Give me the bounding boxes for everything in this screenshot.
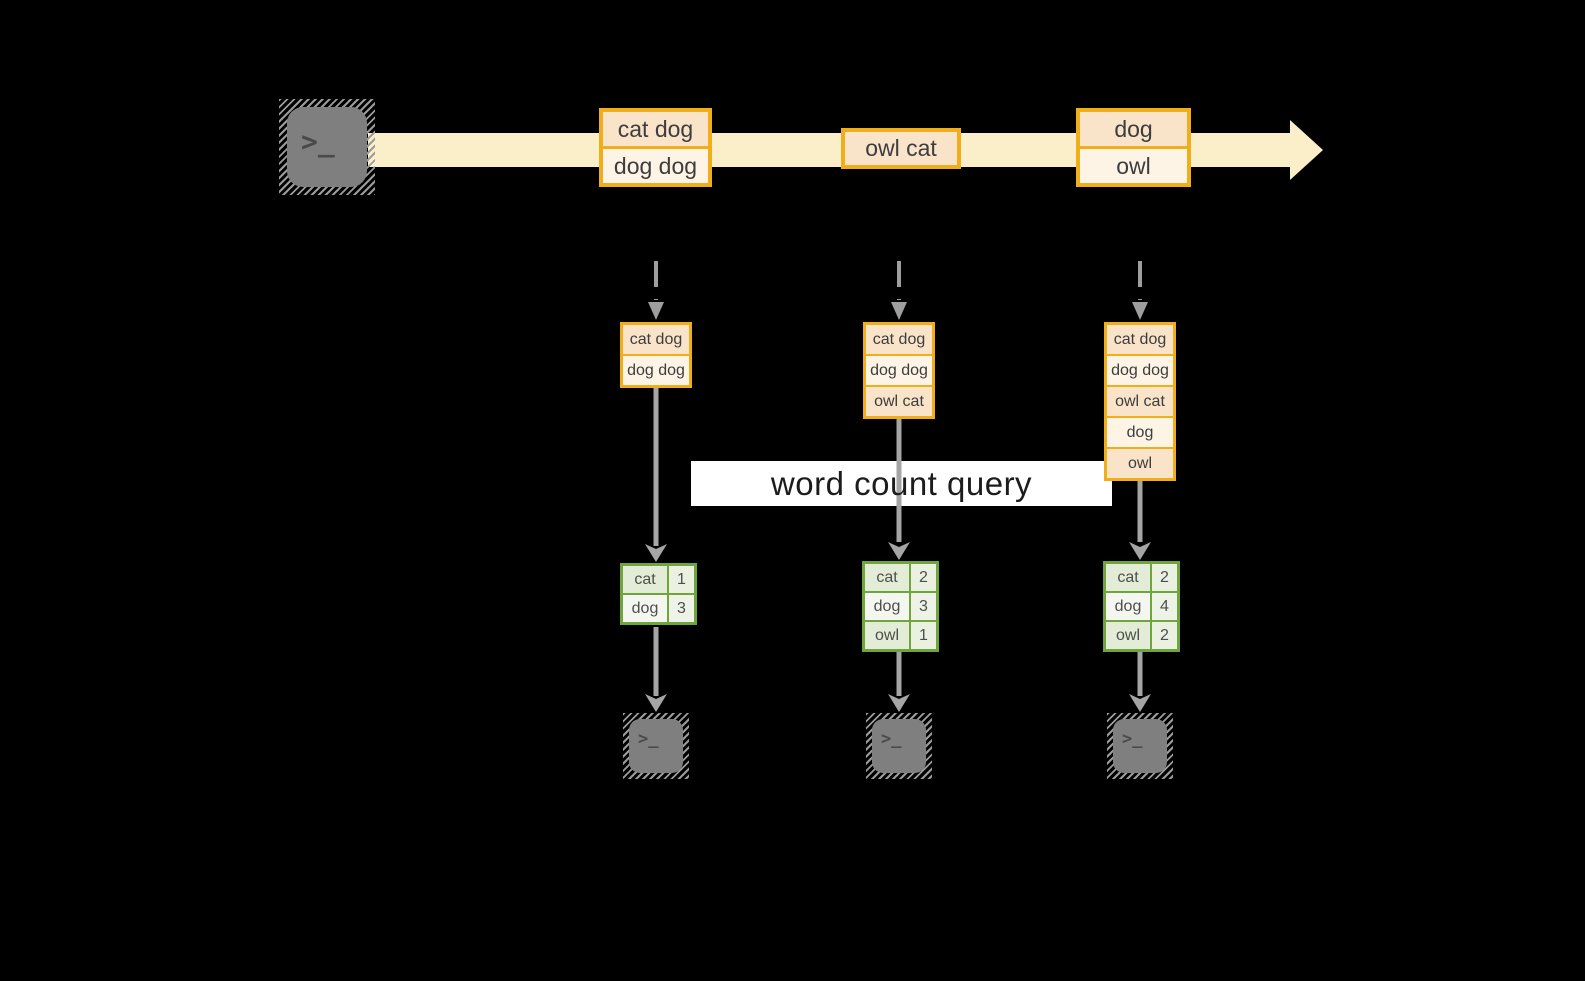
record-line: cat dog [603,112,708,146]
terminal-prompt-glyph: >_ [881,729,902,749]
window-line: dog [1107,418,1173,447]
record-line: owl cat [845,132,957,165]
window-line: cat dog [866,325,932,354]
window-line: owl cat [1107,387,1173,416]
count-word: dog [1106,593,1150,620]
record-line: dog [1080,112,1187,146]
count-word: owl [865,622,909,649]
window-line: cat dog [1107,325,1173,354]
count-value: 1 [669,566,694,593]
query-label: word count query [770,464,1033,502]
terminal-prompt-glyph: >_ [638,729,659,749]
count-table-1: cat 1 dog 3 [620,563,697,625]
dashed-arrow-window-3 [1132,261,1148,320]
record-line: owl [1080,149,1187,183]
arrow-query-2 [888,417,910,560]
sink-terminal-icon-1: >_ [623,713,689,779]
window-line: dog dog [866,356,932,385]
window-line: owl cat [866,387,932,416]
terminal-prompt-glyph: >_ [301,125,335,158]
dashed-arrow-window-2 [891,261,907,320]
count-word: cat [865,564,909,591]
terminal-prompt-glyph: >_ [1122,729,1143,749]
count-value: 3 [669,595,694,622]
count-word: dog [865,593,909,620]
arrow-sink-1 [645,627,667,712]
count-table-3: cat 2 dog 4 owl 2 [1103,561,1180,652]
window-buffer-3: cat dog dog dog owl cat dog owl [1104,322,1176,481]
stream-record-3: dog owl [1076,108,1191,187]
count-value: 1 [911,622,936,649]
count-value: 2 [911,564,936,591]
arrow-query-1 [645,386,667,562]
arrow-sink-3 [1129,652,1151,712]
count-value: 2 [1152,622,1177,649]
stream-record-2: owl cat [841,128,961,169]
window-line: dog dog [623,356,689,385]
sink-terminal-icon-3: >_ [1107,713,1173,779]
source-terminal-icon: >_ [279,99,375,195]
count-word: dog [623,595,667,622]
window-line: cat dog [623,325,689,354]
count-word: cat [1106,564,1150,591]
count-value: 4 [1152,593,1177,620]
window-line: dog dog [1107,356,1173,385]
count-table-2: cat 2 dog 3 owl 1 [862,561,939,652]
dashed-arrow-window-1 [648,261,664,320]
arrow-sink-2 [888,652,910,712]
sink-terminal-icon-2: >_ [866,713,932,779]
stream-record-1: cat dog dog dog [599,108,712,187]
count-value: 2 [1152,564,1177,591]
count-value: 3 [911,593,936,620]
count-word: cat [623,566,667,593]
count-word: owl [1106,622,1150,649]
window-buffer-2: cat dog dog dog owl cat [863,322,935,419]
record-line: dog dog [603,149,708,183]
window-buffer-1: cat dog dog dog [620,322,692,388]
window-line: owl [1107,449,1173,478]
arrow-query-3 [1129,479,1151,560]
